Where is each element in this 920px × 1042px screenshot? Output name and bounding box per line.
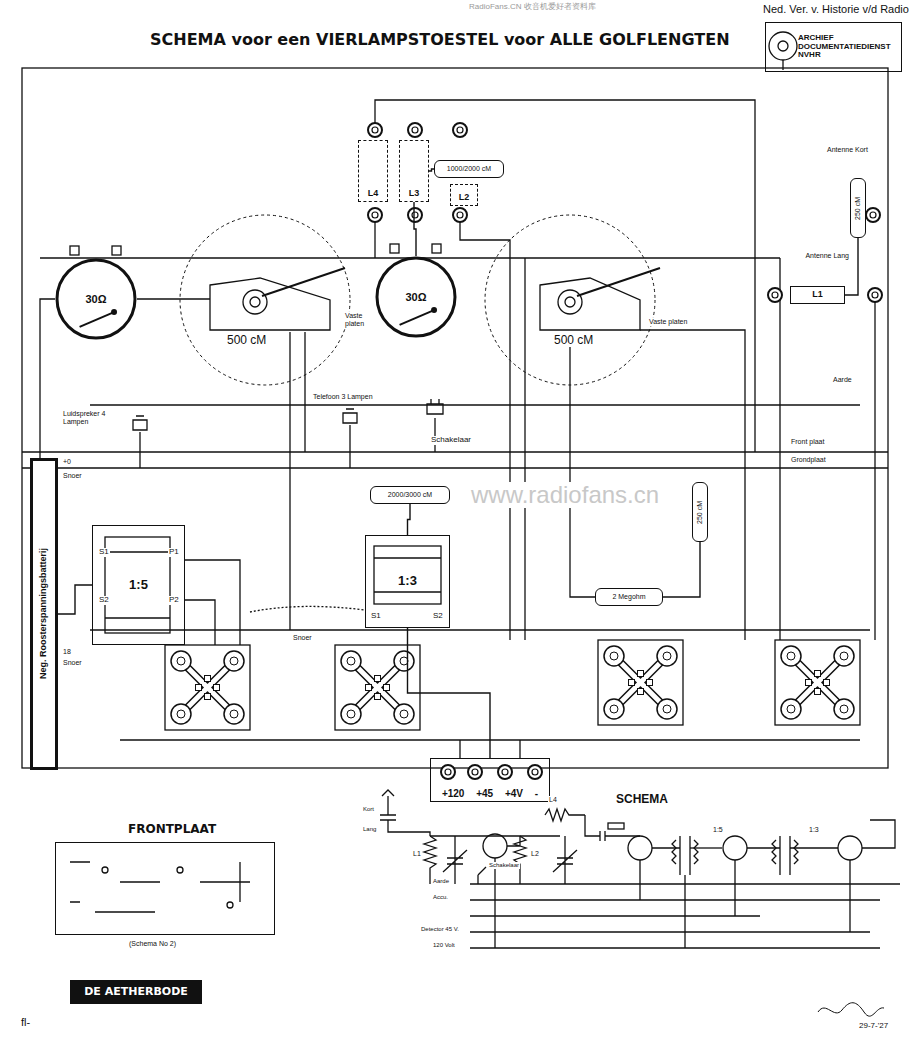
part-label: Schakelaar xyxy=(488,862,520,869)
grid-resistor: 2 Megohm xyxy=(595,588,663,606)
grid-battery: Neg. Roosterspanningsbatterij xyxy=(30,458,58,770)
part-label: (Schema No 2) xyxy=(128,940,177,948)
node-text: DE AETHERBODE xyxy=(84,986,188,998)
part-label: 1:5 xyxy=(712,826,724,834)
part-label: www.radiofans.cn xyxy=(470,482,660,508)
node-text: 1000/2000 cM xyxy=(447,165,491,173)
node-text: 1:5 xyxy=(127,578,150,592)
node-text: 30Ω xyxy=(405,291,426,303)
node-text: FRONTPLAAT xyxy=(128,823,216,836)
node-text: 2000/3000 cM xyxy=(388,491,432,499)
part-label: Accu. xyxy=(432,894,449,901)
part-label: 29-7-'27 xyxy=(858,1022,889,1031)
coil: L1 xyxy=(790,286,845,304)
part-label: Schakelaar xyxy=(430,436,472,445)
lamp-socket xyxy=(775,640,860,725)
coil-socket: L4 xyxy=(358,140,388,202)
terminal-strip: +120 +45 +4V - xyxy=(430,758,550,802)
part-label: L2 xyxy=(530,850,540,858)
rheostat: 30Ω xyxy=(375,256,457,338)
diagram-title: SCHEMA voor een VIERLAMPSTOESTEL voor AL… xyxy=(150,30,730,49)
lamp-socket xyxy=(165,645,250,730)
part-label: S2 xyxy=(98,596,110,605)
node-text: L4 xyxy=(368,189,379,199)
part-label: Antenne Lang xyxy=(804,252,850,260)
node-text: L1 xyxy=(812,290,823,300)
part-label: 18 xyxy=(62,648,72,656)
node-text: L2 xyxy=(459,193,470,203)
coil-socket: L2 xyxy=(450,184,478,206)
part-label: Vaste platen xyxy=(648,318,688,326)
archive-stamp: ARCHIEFDOCUMENTATIEDIENSTNVHR xyxy=(765,22,902,72)
front-panel-sketch: FRONTPLAAT xyxy=(55,842,275,935)
part-label: 500 cM xyxy=(226,334,267,347)
part-label: Front plaat xyxy=(790,438,825,446)
wire xyxy=(408,504,411,535)
fixed-capacitor: 1000/2000 cM xyxy=(434,160,504,178)
part-label: RadioFans.CN 收音机爱好者资料库 xyxy=(468,3,597,12)
terminals xyxy=(368,123,882,779)
node-text: 250 cM xyxy=(854,197,862,220)
fixed-capacitor: 250 cM xyxy=(850,178,866,238)
fixed-capacitor: 250 cM xyxy=(692,482,708,542)
part-label: P1 xyxy=(168,548,180,557)
node-text: ARCHIEF xyxy=(798,34,834,43)
part-label: Detector 45 V. xyxy=(420,926,460,933)
part-label: P2 xyxy=(168,596,180,605)
part-label: Antenne Kort xyxy=(826,146,869,154)
wire xyxy=(408,628,491,758)
publisher-box: DE AETHERBODE xyxy=(70,980,202,1004)
node-text: 30Ω xyxy=(85,293,106,305)
part-label: L1 xyxy=(412,850,422,858)
part-label: Lang xyxy=(362,826,377,833)
part-label: Snoer xyxy=(62,472,83,480)
lamp-socket xyxy=(598,640,683,725)
part-label: 1:3 xyxy=(808,826,820,834)
node-text: L3 xyxy=(409,189,420,199)
part-label: fl- xyxy=(20,1016,31,1028)
rheostat: 30Ω xyxy=(55,258,137,340)
part-label: Aarde xyxy=(832,376,853,384)
part-label: Aarde xyxy=(432,878,450,885)
part-label: Snoer xyxy=(292,634,313,642)
part-label: S1 xyxy=(98,548,110,557)
part-label: Grondplaat xyxy=(790,456,827,464)
wire xyxy=(663,542,700,597)
node-text: 250 cM xyxy=(696,501,704,524)
part-label: L4 xyxy=(548,796,558,804)
part-label: Snoer xyxy=(62,659,83,667)
wire xyxy=(414,202,416,256)
part-label: 500 cM xyxy=(553,334,594,347)
part-label: 120 Volt xyxy=(432,942,456,949)
transformer: 1:5 xyxy=(92,525,185,645)
lamp-sockets xyxy=(165,640,860,730)
fixed-capacitor: 2000/3000 cM xyxy=(370,486,450,504)
node-text: 2 Megohm xyxy=(612,593,645,601)
part-label: Ned. Ver. v. Historie v/d Radio xyxy=(762,3,910,15)
part-label: S2 xyxy=(432,612,444,621)
part-label: Telefoon 3 Lampen xyxy=(312,393,374,401)
node-text: 1:3 xyxy=(396,574,419,588)
part-label: Vaste platen xyxy=(344,312,376,327)
part-label: +0 xyxy=(62,458,72,466)
part-label: S1 xyxy=(370,612,382,621)
coil-socket: L3 xyxy=(399,140,429,202)
part-label: SCHEMA xyxy=(615,793,669,806)
wire xyxy=(58,585,92,614)
node-text: NVHR xyxy=(798,51,821,60)
part-label: Luidspreker 4 Lampen xyxy=(62,410,122,425)
wire xyxy=(845,238,858,295)
node-text: +120 +45 +4V - xyxy=(442,788,538,799)
node-text: Neg. Roosterspanningsbatterij xyxy=(39,548,49,679)
node-text: DOCUMENTATIEDIENST xyxy=(798,43,891,52)
part-label: Kort xyxy=(362,806,375,813)
